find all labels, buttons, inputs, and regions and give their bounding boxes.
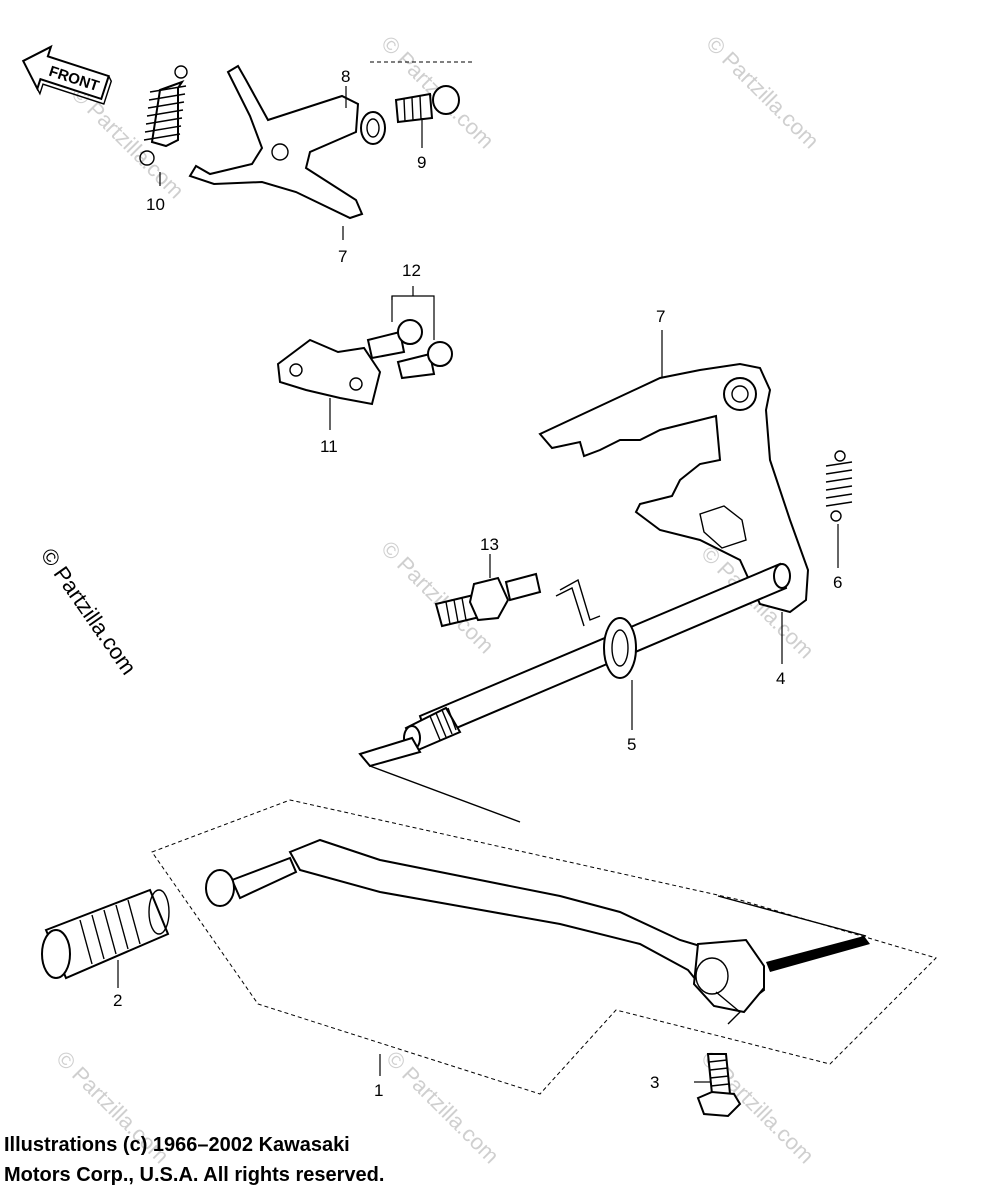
part-6-spring (825, 450, 853, 568)
callout-2: 2 (113, 991, 122, 1010)
part-12-bolts (366, 286, 453, 380)
callouts: 1 2 3 4 5 6 7 7 8 9 10 11 12 13 (113, 67, 842, 1100)
part-9-bolt (370, 61, 475, 148)
callout-5: 5 (627, 735, 636, 754)
watermark: © Partzilla.com (701, 31, 824, 154)
part-2-rubber (41, 888, 170, 988)
part-5-circlip (555, 578, 637, 730)
callout-11: 11 (320, 437, 338, 456)
callout-12: 12 (402, 261, 421, 280)
part-13-stud (434, 554, 542, 628)
copyright-notice: Illustrations (c) 1966–2002 Kawasaki Mot… (4, 1134, 385, 1186)
callout-6: 6 (833, 573, 842, 592)
callout-7-upper: 7 (338, 247, 347, 266)
front-arrow-icon: FRONT (21, 44, 113, 105)
part-11-plate (276, 338, 382, 430)
watermark: © Partzilla.com (381, 1046, 504, 1169)
callout-1: 1 (374, 1081, 383, 1100)
callout-4: 4 (776, 669, 785, 688)
watermark-dark: © Partzilla.com (36, 544, 142, 680)
callout-9: 9 (417, 153, 426, 172)
part-4-shaft (358, 562, 791, 823)
part-8-collar (345, 86, 386, 145)
callout-10: 10 (146, 195, 165, 214)
callout-8: 8 (341, 67, 350, 86)
part-10-spring (139, 65, 188, 186)
part-7-shift-plate (538, 330, 810, 614)
callout-13: 13 (480, 535, 499, 554)
part-3-bolt (694, 1053, 742, 1118)
callout-3: 3 (650, 1073, 659, 1092)
pedal-frame (151, 799, 937, 1095)
part-1-shift-pedal (205, 838, 870, 1076)
callout-7-lower: 7 (656, 307, 665, 326)
part-7-upper-arm (188, 64, 364, 240)
